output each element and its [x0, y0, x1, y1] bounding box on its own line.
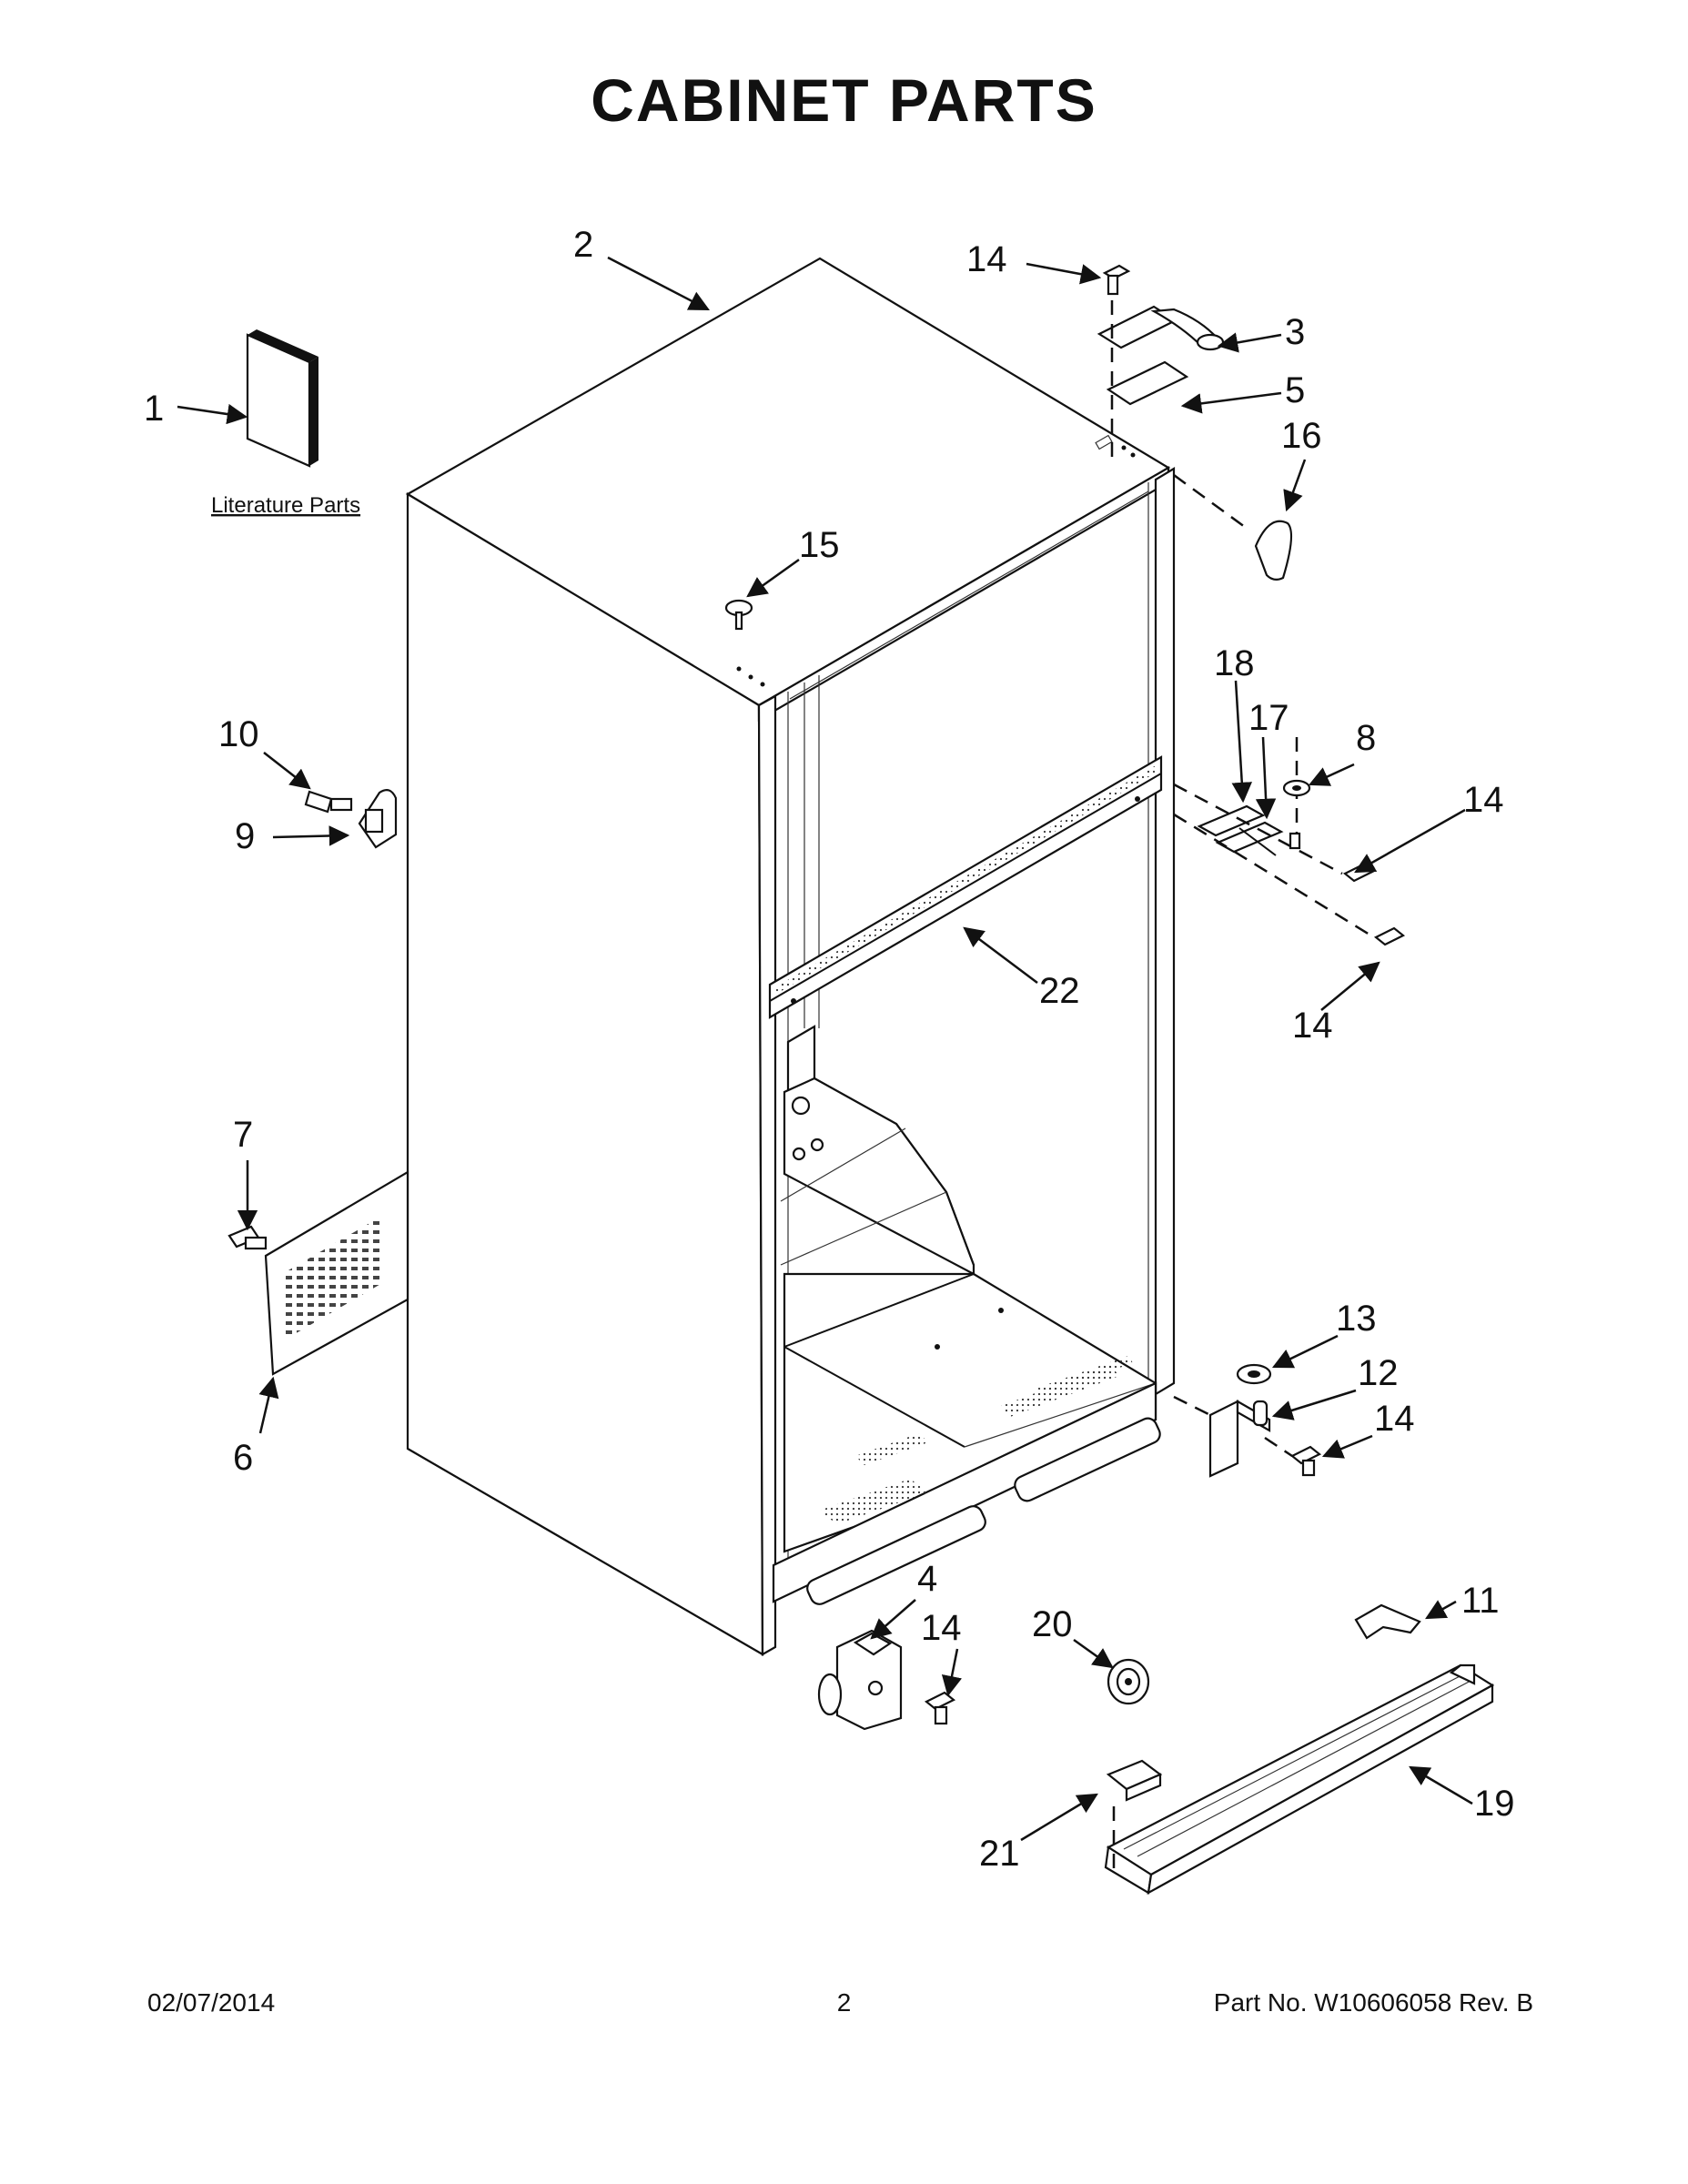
cabinet	[405, 257, 1176, 1656]
callout-11: 11	[1461, 1581, 1500, 1621]
callout-21: 21	[979, 1834, 1020, 1874]
callout-18: 18	[1214, 643, 1255, 683]
part-11-clip	[1354, 1603, 1421, 1640]
callout-17: 17	[1248, 698, 1289, 738]
part-20-roller	[1107, 1658, 1150, 1705]
callout-16: 16	[1281, 416, 1322, 456]
callout-14d: 14	[1374, 1399, 1415, 1439]
callout-14b: 14	[1463, 780, 1504, 820]
part-1-literature: Literature Parts	[211, 329, 360, 518]
callout-19: 19	[1474, 1784, 1515, 1824]
part-18-middle-hinge	[1173, 737, 1406, 946]
callout-20: 20	[1032, 1604, 1073, 1644]
callout-14c: 14	[1292, 1006, 1333, 1046]
callout-2: 2	[573, 225, 593, 265]
part-19-base-grille	[1104, 1663, 1495, 1896]
callout-leaders	[177, 256, 1473, 1842]
part-3-top-hinge	[1097, 264, 1225, 464]
part-15-plug	[724, 599, 753, 631]
callout-13: 13	[1336, 1299, 1377, 1339]
part-12-bottom-hinge	[1173, 1363, 1322, 1478]
callout-14e: 14	[921, 1608, 962, 1648]
footer-date: 02/07/2014	[147, 1988, 276, 2017]
callout-8: 8	[1356, 718, 1376, 758]
callout-9: 9	[235, 816, 255, 856]
footer-page-number: 2	[836, 1988, 852, 2017]
part-4-roller-bracket	[817, 1629, 956, 1731]
callout-3: 3	[1285, 312, 1305, 352]
callout-7: 7	[233, 1115, 253, 1155]
callout-5: 5	[1285, 370, 1305, 410]
callout-22: 22	[1039, 971, 1080, 1011]
callout-4: 4	[917, 1559, 937, 1599]
callout-1: 1	[144, 389, 164, 429]
part-9-bracket	[304, 789, 398, 849]
literature-parts-label: Literature Parts	[211, 493, 360, 518]
part-16-hinge-cover	[1173, 473, 1293, 581]
page-title: CABINET PARTS	[591, 66, 1097, 134]
machine-compartment	[772, 1025, 1161, 1605]
footer-part-number: Part No. W10606058 Rev. B	[1213, 1988, 1533, 2017]
part-21-spacer	[1106, 1759, 1163, 1870]
callout-14a: 14	[966, 239, 1007, 279]
callout-15: 15	[799, 525, 840, 565]
callout-12: 12	[1358, 1353, 1399, 1393]
callout-6: 6	[233, 1438, 253, 1478]
callout-labels: 1 2 3 5 14 16 15 10 9 18 17 8 14 22 14 7…	[144, 225, 1515, 1874]
callout-10: 10	[218, 714, 259, 754]
cross-rail	[768, 755, 1163, 1019]
part-6-access-panel	[227, 1170, 409, 1376]
